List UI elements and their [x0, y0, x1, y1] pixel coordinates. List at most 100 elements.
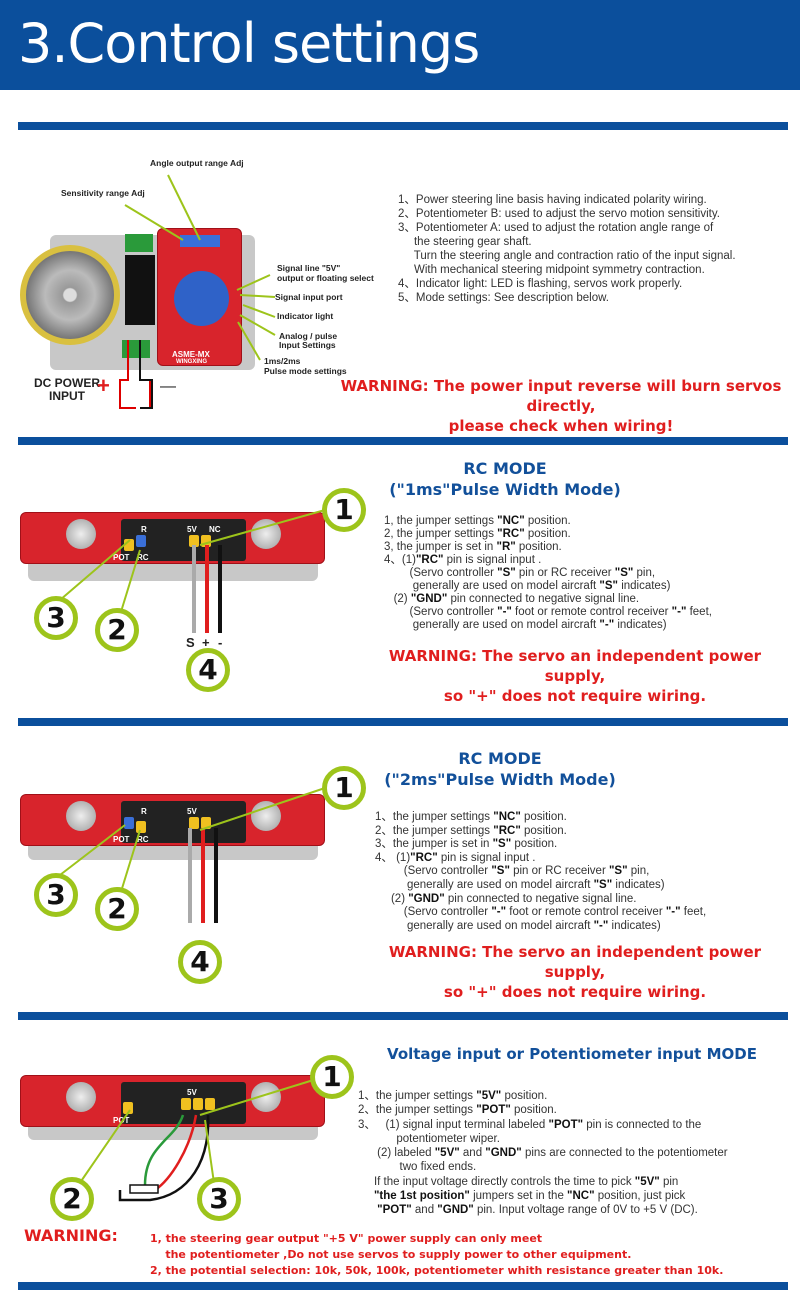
emphasis-text: "-" [599, 619, 615, 631]
list-text: indicates) [608, 919, 661, 932]
list-text: If the input voltage directly controls t… [358, 1175, 635, 1188]
board-label-r: R [141, 525, 147, 534]
instruction-list: 1, the jumper settings "NC" position.2, … [384, 515, 712, 632]
plus-wire [201, 828, 205, 923]
emphasis-text: "GND" [485, 1147, 522, 1160]
list-text: position, just pick [594, 1190, 686, 1203]
list-text: potentiometer wiper. [358, 1132, 500, 1145]
list-text [358, 1204, 377, 1216]
power-label-2: INPUT [49, 389, 85, 403]
list-text: 1、the jumper settings [375, 811, 494, 823]
emphasis-text: "S" [491, 865, 510, 878]
list-item: Turn the steering angle and contraction … [398, 249, 736, 263]
list-item: (2) "GND" pin connected to negative sign… [384, 593, 712, 606]
list-item: potentiometer wiper. [358, 1132, 728, 1146]
warning-line: WARNING: The servo an independent power … [388, 647, 762, 685]
board-label: ASME-MX [172, 350, 210, 359]
signal-wire [192, 545, 196, 633]
emphasis-text: "S" [593, 878, 613, 891]
list-text: (2) labeled [358, 1147, 435, 1160]
instruction-list: 1、the jumper settings "NC" position.2、th… [375, 811, 706, 933]
section-divider [18, 718, 788, 726]
emphasis-text: "RC" [410, 851, 438, 864]
list-text: 3、Potentiometer A: used to adjust the ro… [398, 222, 714, 234]
list-text: 1, the jumper settings [384, 515, 498, 527]
list-text: pin is signal input . [437, 851, 536, 864]
list-text: pin is connected to the [583, 1118, 702, 1131]
emphasis-text: "5V" [434, 1147, 460, 1160]
signal-wire [188, 828, 192, 923]
pin-plus: + [202, 635, 210, 650]
list-text: two fixed ends. [358, 1161, 477, 1174]
list-text: Turn the steering angle and contraction … [398, 250, 736, 262]
list-item: generally are used on model aircraft "S"… [384, 580, 712, 593]
step-number-2: 2 [95, 887, 139, 931]
section-divider [18, 437, 788, 445]
warning-line: 1, the steering gear output "+5 V" power… [150, 1232, 543, 1245]
list-text: 2, the jumper settings [384, 528, 498, 540]
list-text: position. [524, 528, 571, 540]
page-header: 3.Control settings [0, 0, 800, 90]
board-label-rc: RC [137, 553, 149, 562]
list-text: 4、 (1) [375, 851, 411, 864]
list-text: feet, [680, 906, 707, 919]
control-board: 5V POT [20, 1075, 325, 1127]
list-text [358, 1190, 374, 1202]
list-item: generally are used on model aircraft "S"… [375, 879, 706, 893]
emphasis-text: "-" [491, 906, 507, 919]
list-text: feet, [686, 606, 712, 618]
list-text: pin [659, 1175, 679, 1188]
list-text: generally are used on model aircraft [375, 878, 594, 891]
list-text: 2、Potentiometer B: used to adjust the se… [398, 208, 720, 220]
warning: WARNING: The power input reverse will bu… [330, 376, 792, 436]
step-number-3: 3 [34, 596, 78, 640]
list-text: (Servo controller [375, 906, 492, 919]
board-sublabel: WINGXING [176, 359, 207, 365]
emphasis-text: "-" [497, 606, 512, 618]
emphasis-text: "5V" [634, 1175, 660, 1188]
callout-analog: Analog / pulse [279, 331, 338, 341]
section-title: RC MODE("2ms"Pulse Width Mode) [375, 748, 625, 790]
ground-wire [214, 828, 218, 923]
warning-line: so "+" does not require wiring. [443, 983, 707, 1001]
list-item: If the input voltage directly controls t… [358, 1175, 728, 1189]
terminal-block [125, 234, 153, 252]
list-text: pin. Input voltage range of 0V to +5 V (… [473, 1204, 698, 1217]
step-number-4: 4 [178, 940, 222, 984]
emphasis-text: "GND" [410, 593, 448, 605]
warning: WARNING: The servo an independent power … [358, 646, 792, 706]
list-item: two fixed ends. [358, 1160, 728, 1174]
control-board: R 5V NC POT RC [20, 512, 325, 564]
potentiometer-b [180, 235, 220, 247]
list-text: 2、the jumper settings [358, 1104, 477, 1117]
step-number-2: 2 [50, 1177, 94, 1221]
list-text: (Servo controller [375, 865, 492, 878]
callout-angle: Angle output range Adj [150, 158, 244, 168]
title-line: ("2ms"Pulse Width Mode) [384, 770, 616, 789]
list-text: and [411, 1204, 438, 1217]
list-text: indicates) [618, 580, 671, 592]
plus-wire [205, 545, 209, 633]
list-text: position. [510, 1104, 557, 1117]
list-text: With mechanical steering midpoint symmet… [398, 264, 705, 276]
list-text: position. [501, 1090, 548, 1102]
list-text: pin or RC receiver [515, 567, 615, 579]
list-item: 3、Potentiometer A: used to adjust the ro… [398, 221, 736, 235]
warning-line: the potentiometer ,Do not use servos to … [150, 1248, 632, 1261]
callout-sensitivity: Sensitivity range Adj [61, 188, 145, 198]
callout-lines [119, 174, 276, 409]
list-text: 3, the jumper is set in [384, 541, 497, 553]
list-text: position. [511, 838, 558, 851]
board-label-pot: POT [113, 1116, 130, 1125]
list-item: 1、the jumper settings "NC" position. [375, 811, 706, 825]
section-divider [18, 1282, 788, 1290]
list-text: (2) [375, 892, 409, 905]
section-divider [18, 1012, 788, 1020]
section-divider [18, 122, 788, 130]
emphasis-text: "-" [671, 606, 687, 618]
emphasis-text: "5V" [476, 1090, 502, 1102]
board-label-pot: POT [113, 553, 130, 562]
list-text: 4、Indicator light: LED is flashing, serv… [398, 278, 683, 290]
warning-line: WARNING: The power input reverse will bu… [340, 377, 782, 415]
list-item: 2、the jumper settings "POT" position. [358, 1103, 728, 1117]
